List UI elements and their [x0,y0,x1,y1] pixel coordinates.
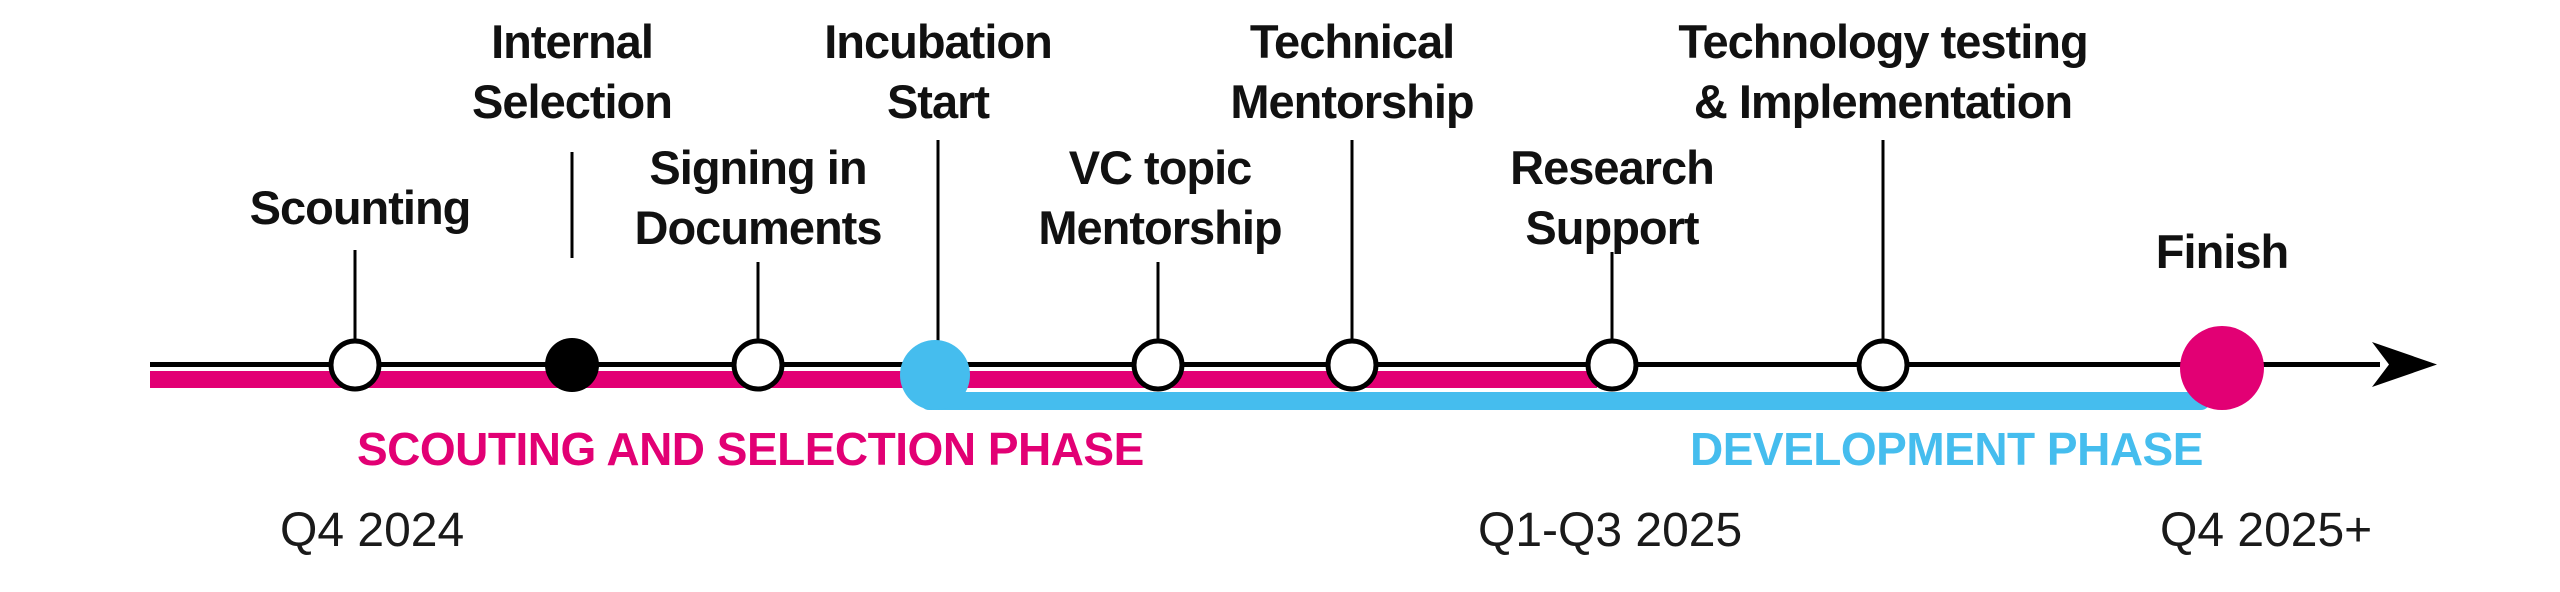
milestone-marker-technology-testing [1856,338,1910,392]
milestone-marker-research-support [1585,338,1639,392]
milestone-marker-signing-documents [731,338,785,392]
milestone-marker-internal-selection [545,338,599,392]
milestone-marker-scouting [328,338,382,392]
milestone-label-technical-mentorship: Technical Mentorship [1230,15,1474,128]
arrowhead-icon [2372,342,2437,387]
milestone-label-incubation-start: Incubation Start [824,15,1053,128]
date-q1-q3-2025: Q1-Q3 2025 [1478,504,1743,557]
milestone-marker-vc-topic-mentorship [1131,338,1185,392]
scouting-phase-label: SCOUTING AND SELECTION PHASE [357,423,1144,475]
milestone-label-scouting: Scounting [249,181,472,234]
milestone-marker-technical-mentorship [1325,338,1379,392]
milestone-label-technology-testing: Technology testing & Implementation [1678,15,2088,128]
development-phase-label: DEVELOPMENT PHASE [1690,423,2203,475]
milestone-label-vc-topic-mentorship: VC topic Mentorship [1038,141,1282,254]
milestone-label-signing-documents: Signing in Documents [634,141,883,254]
milestone-label-research-support: Research Support [1510,141,1715,254]
date-q4-2024: Q4 2024 [280,504,465,557]
milestone-label-finish: Finish [2155,225,2289,278]
development-phase-bar [920,392,2210,410]
date-q4-2025-plus: Q4 2025+ [2160,504,2373,557]
milestone-label-internal-selection: Internal Selection [472,15,673,128]
scouting-phase-bar [150,371,1597,388]
milestone-marker-incubation-start [900,340,970,410]
milestone-marker-finish [2180,326,2264,410]
